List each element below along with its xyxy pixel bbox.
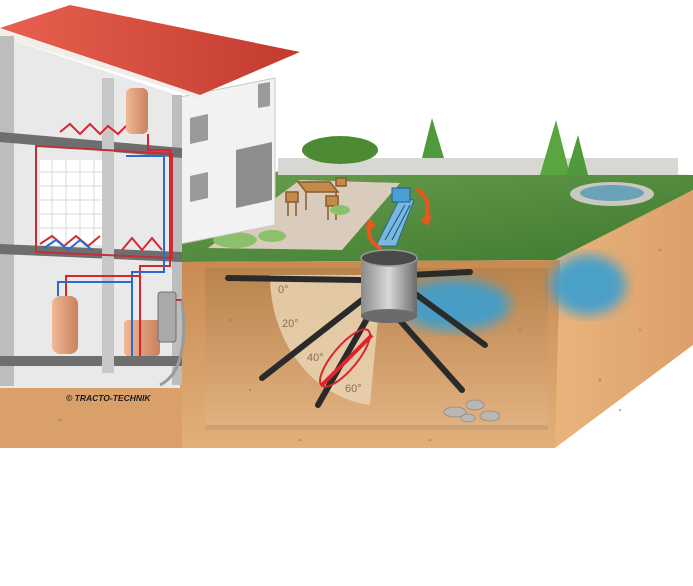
grass-tuft-2 bbox=[258, 230, 286, 242]
patio-table bbox=[296, 181, 340, 193]
probe-horizontal bbox=[225, 275, 363, 283]
shaft-bottom bbox=[361, 309, 417, 323]
angle-label-40: 40° bbox=[307, 352, 324, 364]
house-wall-right bbox=[172, 95, 182, 385]
probe-right-upper bbox=[407, 269, 473, 278]
hot-water-cylinder bbox=[126, 88, 148, 134]
floor-slab-basement bbox=[0, 356, 182, 366]
heating-coil-middle-right bbox=[121, 236, 163, 252]
patio-chair-1 bbox=[285, 191, 299, 203]
shaft-body bbox=[361, 258, 417, 316]
soil-under-house bbox=[0, 385, 182, 448]
probe-left-shallow bbox=[259, 297, 365, 381]
conifer-3 bbox=[566, 135, 588, 175]
drill-rod bbox=[320, 333, 374, 387]
grass-tuft-1 bbox=[213, 232, 257, 248]
roof-edge bbox=[0, 28, 205, 100]
conifer-2 bbox=[540, 120, 570, 175]
launch-shaft bbox=[360, 249, 418, 323]
heating-return-middle bbox=[43, 238, 93, 252]
angle-label-0: 0° bbox=[278, 284, 289, 296]
patio-chair-2 bbox=[325, 195, 339, 207]
house bbox=[0, 5, 300, 388]
soil-speckles bbox=[58, 248, 662, 442]
shaft-top bbox=[360, 249, 418, 267]
buffer-tank bbox=[52, 296, 78, 354]
pipe-basement-cold bbox=[57, 281, 132, 296]
grass-tuft-3 bbox=[330, 205, 350, 215]
groundwater-left bbox=[400, 279, 510, 331]
heat-pump-tank bbox=[124, 320, 160, 356]
copyright-label: © TRACTO-TECHNIK bbox=[66, 393, 151, 403]
heated-zone-frame bbox=[35, 144, 173, 260]
roof bbox=[0, 5, 300, 95]
floor-slab-middle bbox=[0, 244, 182, 262]
arrow-upper-head bbox=[420, 214, 432, 226]
pipe-cold-riser bbox=[126, 155, 165, 356]
arrow-lower bbox=[367, 224, 382, 250]
hedge bbox=[302, 136, 378, 164]
inner-wall bbox=[102, 78, 114, 373]
groundwater-right bbox=[550, 255, 626, 315]
window-facade-2 bbox=[258, 82, 270, 108]
pond-water bbox=[580, 185, 644, 201]
house-pipes bbox=[57, 134, 182, 356]
arrow-lower-head bbox=[364, 218, 376, 230]
drill-rig-head bbox=[391, 187, 411, 203]
heat-pump-unit bbox=[157, 291, 177, 343]
foundation-edge bbox=[159, 299, 186, 387]
angle-label-60: 60° bbox=[345, 383, 362, 395]
pipe-basement-hot bbox=[65, 275, 140, 296]
excavation-floor bbox=[205, 425, 548, 430]
geothermal-probes bbox=[225, 269, 488, 408]
patio bbox=[208, 180, 400, 250]
drill-rig bbox=[375, 187, 415, 247]
tile-grid bbox=[40, 160, 102, 245]
probe-left-steep bbox=[315, 307, 375, 408]
pipe-hot-riser bbox=[139, 134, 171, 356]
garden-pond bbox=[570, 182, 654, 206]
drill-head-highlight bbox=[319, 328, 371, 388]
bathroom-tiles bbox=[40, 160, 102, 245]
rotation-arrows bbox=[364, 188, 432, 250]
house-wall-left bbox=[0, 36, 14, 386]
heating-coil-upper bbox=[59, 122, 127, 136]
soil-side-face bbox=[555, 190, 693, 448]
window-facade-3 bbox=[190, 172, 208, 202]
angle-label-20: 20° bbox=[282, 318, 299, 330]
shrubs bbox=[213, 118, 588, 248]
conifer-1 bbox=[422, 118, 444, 158]
probe-center bbox=[392, 312, 465, 393]
underfloor-heating bbox=[39, 122, 163, 252]
window-facade-4 bbox=[236, 142, 272, 208]
arrow-upper bbox=[416, 188, 430, 220]
heating-coil-middle-left bbox=[39, 234, 101, 248]
drill-head bbox=[319, 328, 374, 388]
patio-furniture bbox=[285, 177, 347, 220]
window-facade-1 bbox=[190, 114, 208, 144]
probe-right bbox=[407, 287, 488, 348]
rocks bbox=[443, 399, 501, 423]
patio-chair-3 bbox=[335, 177, 347, 187]
